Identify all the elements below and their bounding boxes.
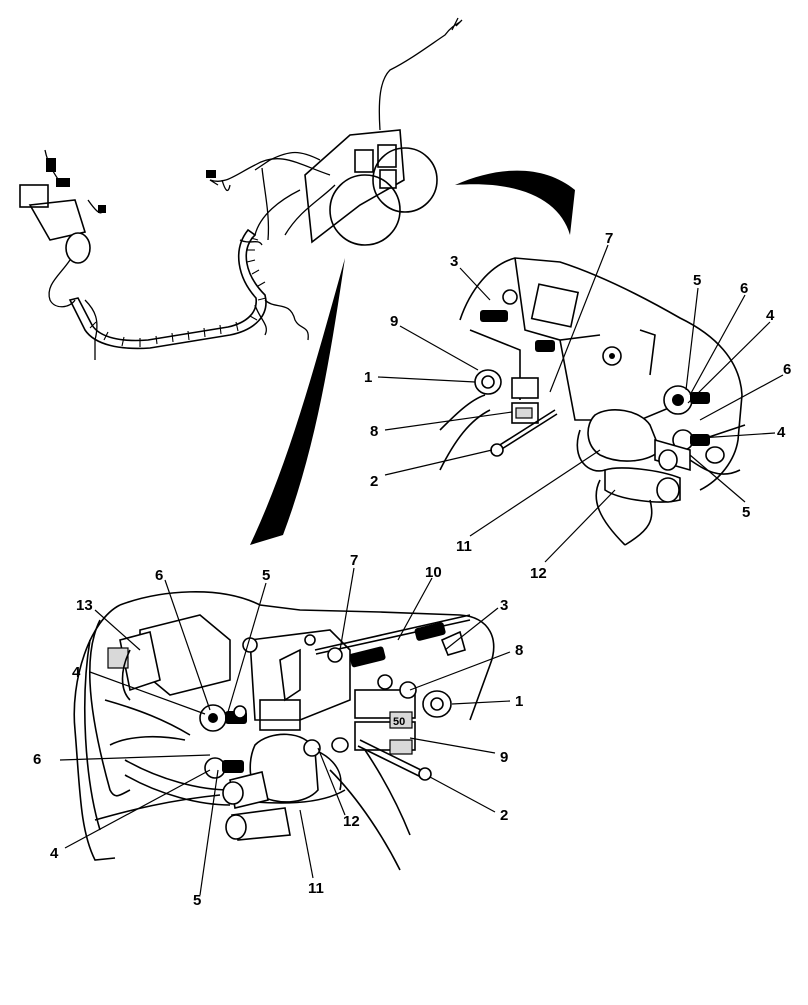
callout-upper-11: 11 — [456, 538, 472, 555]
callout-lower-1: 1 — [515, 693, 523, 710]
lower-leaders — [59, 567, 511, 896]
callout-lower-8: 8 — [515, 642, 523, 659]
lower-callouts: 13 6 5 4 6 4 5 7 10 3 8 1 9 2 12 11 — [33, 552, 523, 909]
callout-upper-6b: 6 — [783, 361, 791, 378]
callout-lower-6b: 6 — [33, 751, 41, 768]
relay-50-label: 50 — [393, 716, 405, 728]
callout-upper-7: 7 — [605, 230, 613, 247]
callout-lower-5a: 5 — [262, 567, 270, 584]
detail-view-upper — [439, 257, 746, 546]
callout-upper-1: 1 — [364, 369, 372, 386]
detail-view-lower: 50 — [73, 591, 495, 871]
callout-lower-2: 2 — [500, 807, 508, 824]
callout-lower-5b: 5 — [193, 892, 201, 909]
detail-pointer-arrows — [250, 170, 575, 545]
callout-upper-8: 8 — [370, 423, 378, 440]
spring-7-lower — [349, 646, 386, 668]
callout-lower-7: 7 — [350, 552, 358, 569]
detail-circle-lower — [329, 174, 401, 246]
callout-lower-11: 11 — [308, 880, 324, 897]
grommet-1-lower — [422, 690, 452, 718]
detail-circle-upper — [372, 147, 438, 213]
relay-8 — [511, 377, 539, 399]
callout-lower-3: 3 — [500, 597, 508, 614]
callout-upper-2: 2 — [370, 473, 378, 490]
callout-lower-13: 13 — [76, 597, 93, 614]
callout-upper-4b: 4 — [777, 424, 786, 441]
spring-7 — [535, 340, 555, 352]
callout-lower-4a: 4 — [72, 664, 81, 681]
part-1-grommet — [474, 369, 502, 395]
bolt-2-lower — [418, 767, 432, 781]
callout-lower-6a: 6 — [155, 567, 163, 584]
callout-upper-9: 9 — [390, 313, 398, 330]
callout-lower-10: 10 — [425, 564, 442, 581]
harness-overview — [19, 17, 463, 360]
spring-3 — [480, 289, 518, 322]
callout-upper-5b: 5 — [742, 504, 750, 521]
callout-upper-3: 3 — [450, 253, 458, 270]
callout-upper-5a: 5 — [693, 272, 701, 289]
callout-upper-6a: 6 — [740, 280, 748, 297]
upper-callouts: 3 9 1 8 2 7 5 6 4 6 4 5 11 12 — [364, 230, 791, 582]
callout-lower-9: 9 — [500, 749, 508, 766]
bolt-2 — [490, 443, 504, 457]
callout-lower-12: 12 — [343, 813, 360, 830]
spring-10 — [414, 622, 446, 641]
boot-11 — [587, 409, 661, 462]
coil-13 — [107, 614, 231, 701]
callout-upper-4a: 4 — [766, 307, 775, 324]
callout-upper-12: 12 — [530, 565, 547, 582]
connector-block — [19, 184, 49, 208]
callout-lower-4b: 4 — [50, 845, 59, 862]
upper-leaders — [377, 244, 784, 563]
